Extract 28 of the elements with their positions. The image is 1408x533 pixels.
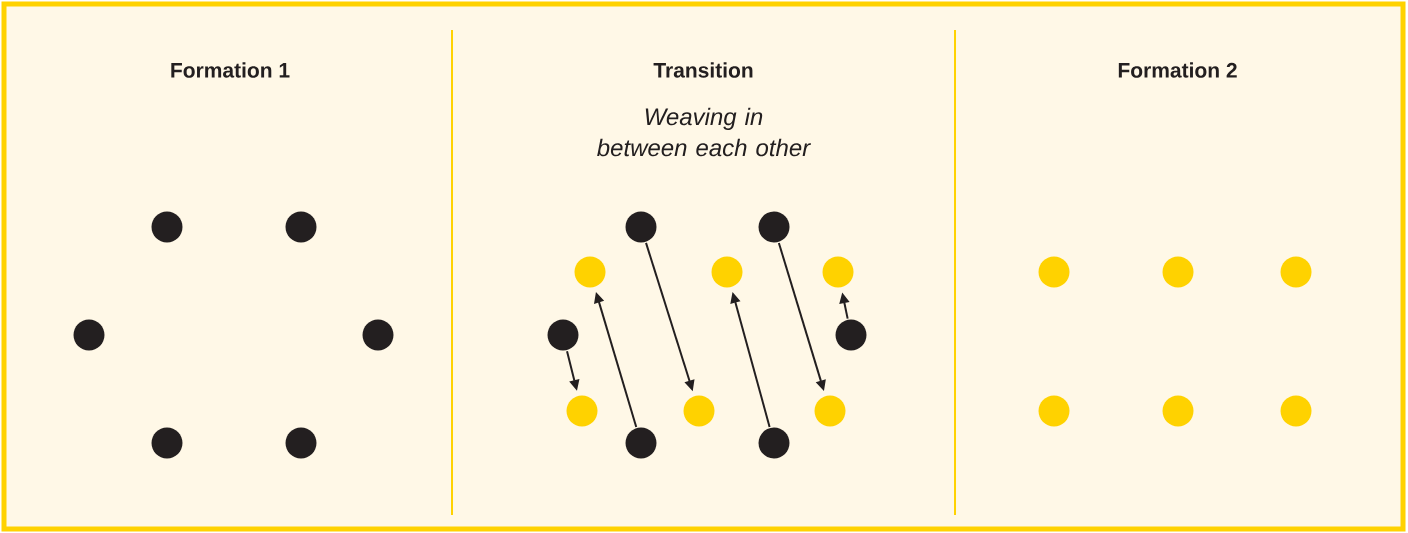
dot: [151, 427, 183, 459]
dot: [151, 211, 183, 243]
dot: [758, 427, 790, 459]
panel-heading: Formation 2: [1118, 62, 1237, 78]
dot: [1162, 395, 1194, 427]
dot: [814, 395, 846, 427]
dot: [625, 427, 657, 459]
dot: [625, 211, 657, 243]
dot: [711, 256, 743, 288]
dot: [285, 211, 317, 243]
dot: [1280, 395, 1312, 427]
dot: [285, 427, 317, 459]
dot: [822, 256, 854, 288]
dot: [758, 211, 790, 243]
dot: [566, 395, 598, 427]
panel-subtitle: Weaving in between each other: [597, 107, 811, 157]
panel-heading: Transition: [653, 62, 753, 78]
dot: [362, 319, 394, 351]
dot: [574, 256, 606, 288]
dot: [1280, 256, 1312, 288]
panel-heading: Formation 1: [171, 62, 290, 78]
dot: [547, 319, 579, 351]
dot: [683, 395, 715, 427]
dot: [835, 319, 867, 351]
dot: [73, 319, 105, 351]
dot: [1038, 256, 1070, 288]
dot: [1038, 395, 1070, 427]
dot: [1162, 256, 1194, 288]
